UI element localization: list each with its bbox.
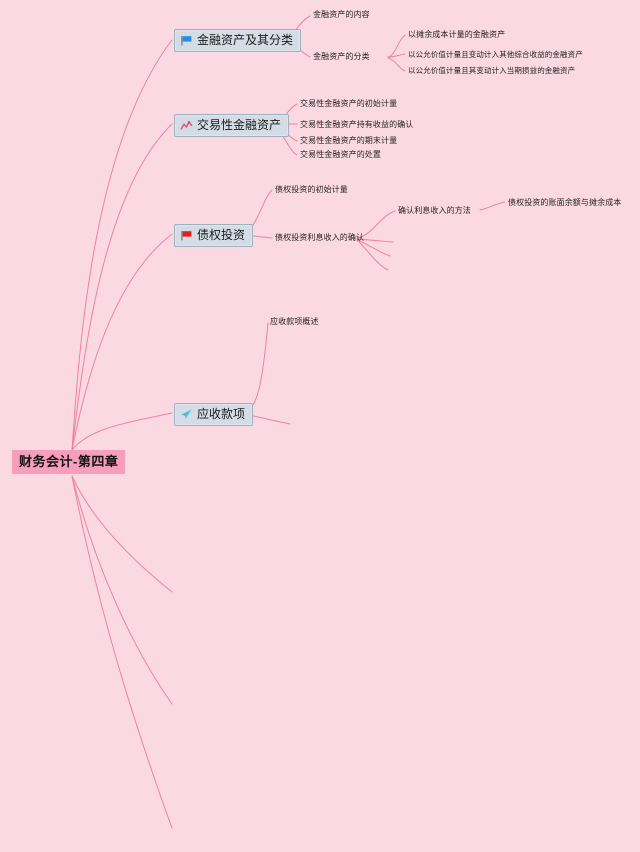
leaf-node-l7[interactable]: 交易性金融资产持有收益的确认 <box>300 120 414 129</box>
topic-node-t3[interactable]: 债权投资 <box>174 224 254 247</box>
topic-node-label: 金融资产及其分类 <box>197 33 294 47</box>
leaf-node-l3[interactable]: 以摊余成本计量的金融资产 <box>408 30 506 39</box>
zigzag-chart-icon <box>180 119 193 132</box>
leaf-node-l8[interactable]: 交易性金融资产的期末计量 <box>300 136 398 145</box>
topic-node-t2[interactable]: 交易性金融资产 <box>174 114 290 137</box>
leaf-node-l4[interactable]: 以公允价值计量且变动计入其他综合收益的金融资产 <box>408 50 583 59</box>
paper-plane-icon <box>180 408 193 421</box>
red-flag-icon <box>180 229 193 242</box>
leaf-node-l9[interactable]: 交易性金融资产的处置 <box>300 150 381 159</box>
topic-node-t4[interactable]: 应收款项 <box>174 403 254 426</box>
mindmap-edge <box>71 233 173 451</box>
leaf-node-l14[interactable]: 应收款项概述 <box>270 317 319 326</box>
topic-node-label: 交易性金融资产 <box>197 118 282 132</box>
leaf-node-l6[interactable]: 交易性金融资产的初始计量 <box>300 99 398 108</box>
leaf-node-l11[interactable]: 债权投资利息收入的确认 <box>275 233 365 242</box>
mindmap-edge <box>387 57 406 72</box>
topic-node-label: 应收款项 <box>197 407 246 421</box>
leaf-node-l2[interactable]: 金融资产的分类 <box>313 52 370 61</box>
mindmap-edge <box>71 123 173 451</box>
mindmap-edge <box>479 201 506 211</box>
mindmap-edge <box>356 239 389 271</box>
leaf-node-l10[interactable]: 债权投资的初始计量 <box>275 185 348 194</box>
blue-flag-icon <box>180 34 193 47</box>
leaf-node-l12[interactable]: 确认利息收入的方法 <box>398 206 471 215</box>
mindmap-edge <box>71 412 173 451</box>
leaf-node-l1[interactable]: 金融资产的内容 <box>313 10 370 19</box>
leaf-node-l13[interactable]: 债权投资的账面余额与摊余成本 <box>508 198 622 207</box>
mindmap-edge <box>71 475 173 829</box>
mindmap-edge <box>387 53 406 58</box>
topic-node-t1[interactable]: 金融资产及其分类 <box>174 29 302 52</box>
mindmap-edge <box>241 322 269 413</box>
root-node[interactable]: 财务会计-第四章 <box>12 450 126 474</box>
mindmap-edge <box>387 34 406 58</box>
mindmap-edge <box>71 475 173 593</box>
mindmap-edge <box>71 39 173 451</box>
leaf-node-l5[interactable]: 以公允价值计量且其变动计入当期损益的金融资产 <box>408 66 576 75</box>
mindmap-edge <box>71 475 173 705</box>
topic-node-label: 债权投资 <box>197 228 246 242</box>
